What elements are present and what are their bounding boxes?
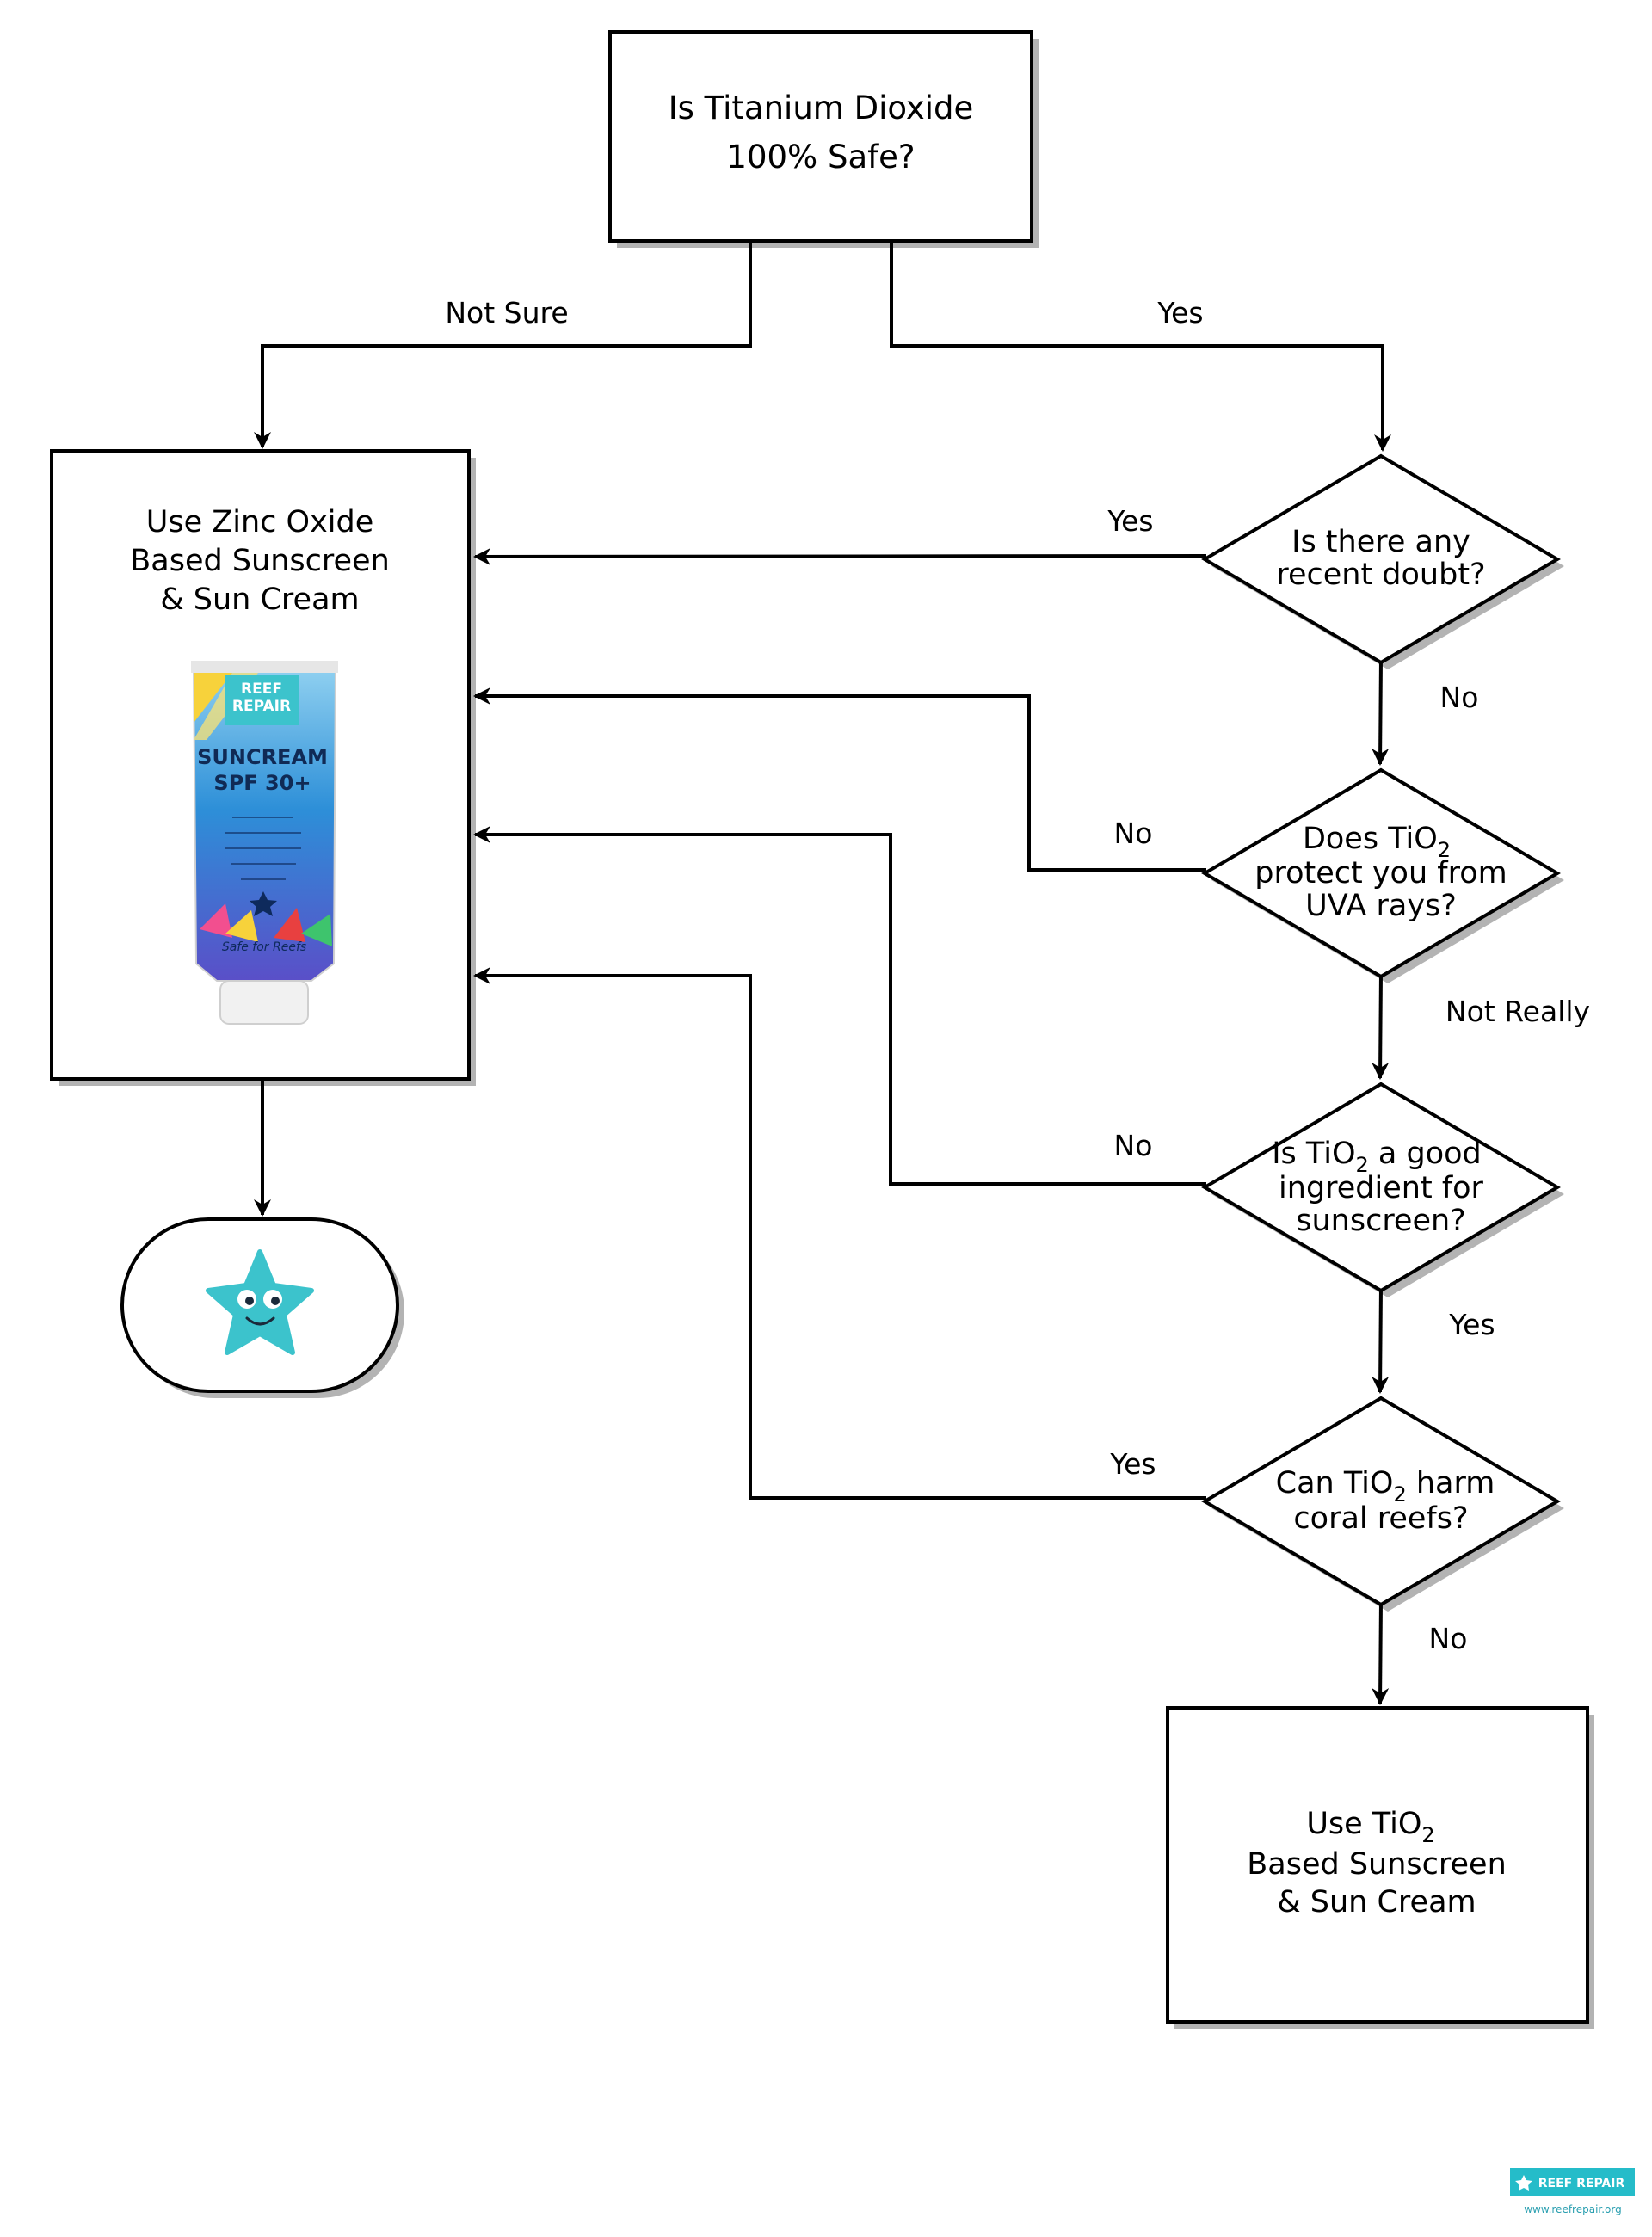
footer-logo-text: REEF REPAIR bbox=[1538, 2177, 1625, 2191]
footer-url: www.reefrepair.org bbox=[1524, 2203, 1622, 2215]
node-uva: Does TiO2 protect you from UVA rays? bbox=[1201, 767, 1561, 979]
node-tio2-line2: Based Sunscreen bbox=[1247, 1847, 1507, 1882]
label-start-to-zinc: Not Sure bbox=[445, 296, 568, 330]
node-start-line1: Is Titanium Dioxide bbox=[669, 89, 974, 126]
label-harm-to-zinc: Yes bbox=[1109, 1447, 1156, 1481]
edge-labels: Not Sure Yes Yes No No Not Really No Yes… bbox=[445, 296, 1590, 1655]
tube-brand-line2: REPAIR bbox=[232, 698, 291, 715]
suncream-tube-image: REEF REPAIR SUNCREAM SPF 30+ Safe for Re… bbox=[191, 661, 338, 1025]
label-uva-to-good: Not Really bbox=[1446, 995, 1590, 1028]
node-start: Is Titanium Dioxide 100% Safe? bbox=[608, 30, 1033, 243]
node-doubt-line2: recent doubt? bbox=[1276, 558, 1485, 592]
label-harm-to-tio2: No bbox=[1429, 1622, 1468, 1655]
edge-good-to-zinc bbox=[473, 826, 1206, 1186]
label-uva-to-zinc: No bbox=[1114, 817, 1153, 850]
node-good-line1: Is TiO2 a good bbox=[1272, 1137, 1482, 1177]
edge-start-to-doubt bbox=[890, 241, 1391, 452]
node-good-line2: ingredient for bbox=[1279, 1171, 1484, 1205]
node-end bbox=[120, 1217, 399, 1393]
node-doubt: Is there any recent doubt? bbox=[1201, 453, 1561, 665]
node-zinc-line2: Based Sunscreen bbox=[130, 544, 390, 578]
edge-good-to-harm bbox=[1372, 1286, 1390, 1394]
tube-product-line1: SUNCREAM bbox=[197, 745, 328, 769]
label-good-to-zinc: No bbox=[1114, 1129, 1153, 1162]
node-harm-line2: coral reefs? bbox=[1293, 1501, 1468, 1536]
node-good-line3: sunscreen? bbox=[1296, 1204, 1466, 1238]
label-doubt-to-zinc: Yes bbox=[1106, 504, 1153, 538]
node-harm: Can TiO2 harm coral reefs? bbox=[1201, 1396, 1561, 1607]
node-start-line2: 100% Safe? bbox=[726, 139, 915, 176]
node-uva-line2: protect you from bbox=[1254, 856, 1507, 890]
tube-product-line2: SPF 30+ bbox=[213, 771, 311, 795]
edge-harm-to-tio2 bbox=[1372, 1600, 1390, 1705]
edge-start-to-zinc bbox=[254, 241, 752, 449]
edges bbox=[254, 241, 1391, 1705]
node-zinc: Use Zinc Oxide Based Sunscreen & Sun Cre… bbox=[50, 449, 471, 1081]
tube-tagline: Safe for Reefs bbox=[222, 940, 306, 954]
node-zinc-line1: Use Zinc Oxide bbox=[146, 505, 374, 539]
node-tio2-line3: & Sun Cream bbox=[1277, 1885, 1476, 1920]
edge-uva-to-zinc bbox=[473, 687, 1206, 872]
node-uva-line1: Does TiO2 bbox=[1303, 822, 1451, 862]
edge-doubt-to-uva bbox=[1372, 658, 1390, 766]
edge-doubt-to-zinc bbox=[473, 547, 1207, 565]
label-doubt-to-uva: No bbox=[1440, 681, 1479, 714]
footer-logo: REEF REPAIR www.reefrepair.org bbox=[1510, 2168, 1635, 2215]
footer-star-icon bbox=[1515, 2175, 1532, 2191]
edge-harm-to-zinc bbox=[473, 967, 1206, 1500]
node-zinc-line3: & Sun Cream bbox=[160, 582, 359, 617]
node-tio2: Use TiO2 Based Sunscreen & Sun Cream bbox=[1166, 1706, 1589, 2024]
label-good-to-harm: Yes bbox=[1448, 1308, 1495, 1341]
edge-uva-to-good bbox=[1372, 972, 1390, 1080]
node-good: Is TiO2 a good ingredient for sunscreen? bbox=[1201, 1082, 1561, 1293]
tube-brand-line1: REEF bbox=[241, 681, 282, 698]
node-harm-line1: Can TiO2 harm bbox=[1276, 1466, 1495, 1507]
label-start-to-doubt: Yes bbox=[1156, 296, 1203, 330]
starfish-icon bbox=[206, 1249, 314, 1355]
node-doubt-line1: Is there any bbox=[1291, 525, 1470, 559]
node-uva-line3: UVA rays? bbox=[1305, 889, 1457, 923]
node-tio2-line1: Use TiO2 bbox=[1306, 1807, 1434, 1847]
